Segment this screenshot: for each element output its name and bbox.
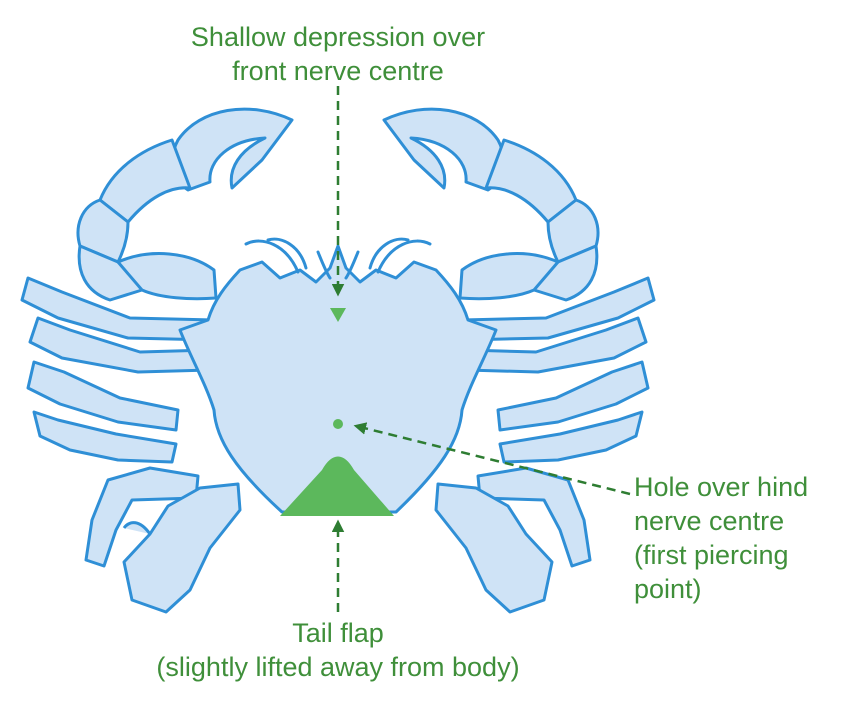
left-legs <box>20 276 242 614</box>
hind-nerve-label-line1: Hole over hind <box>634 472 809 502</box>
right-claw <box>382 107 600 302</box>
tail-flap-label-line1: Tail flap <box>292 618 384 648</box>
hind-hole-arrow <box>353 422 631 496</box>
hind-nerve-label-line2: nerve centre <box>634 506 785 536</box>
tail-flap-label-line2: (slightly lifted away from body) <box>156 652 520 682</box>
front-nerve-label: Shallow depression over front nerve cent… <box>191 20 485 88</box>
hind-nerve-label: Hole over hind nerve centre (first pierc… <box>634 470 808 606</box>
tail-flap-marker <box>280 456 394 516</box>
eyes <box>244 237 432 280</box>
hind-nerve-hole-marker <box>333 419 343 429</box>
front-nerve-label-line1: Shallow depression over <box>190 22 486 52</box>
carapace <box>178 244 498 514</box>
hind-nerve-label-line4: point) <box>634 574 702 604</box>
left-claw <box>76 107 294 302</box>
front-nerve-label-line2: front nerve centre <box>232 56 444 86</box>
right-legs <box>434 276 656 614</box>
tail-flap-label: Tail flap (slightly lifted away from bod… <box>156 616 519 684</box>
hind-nerve-label-line3: (first piercing <box>634 540 789 570</box>
front-depression-marker-icon <box>330 308 346 322</box>
